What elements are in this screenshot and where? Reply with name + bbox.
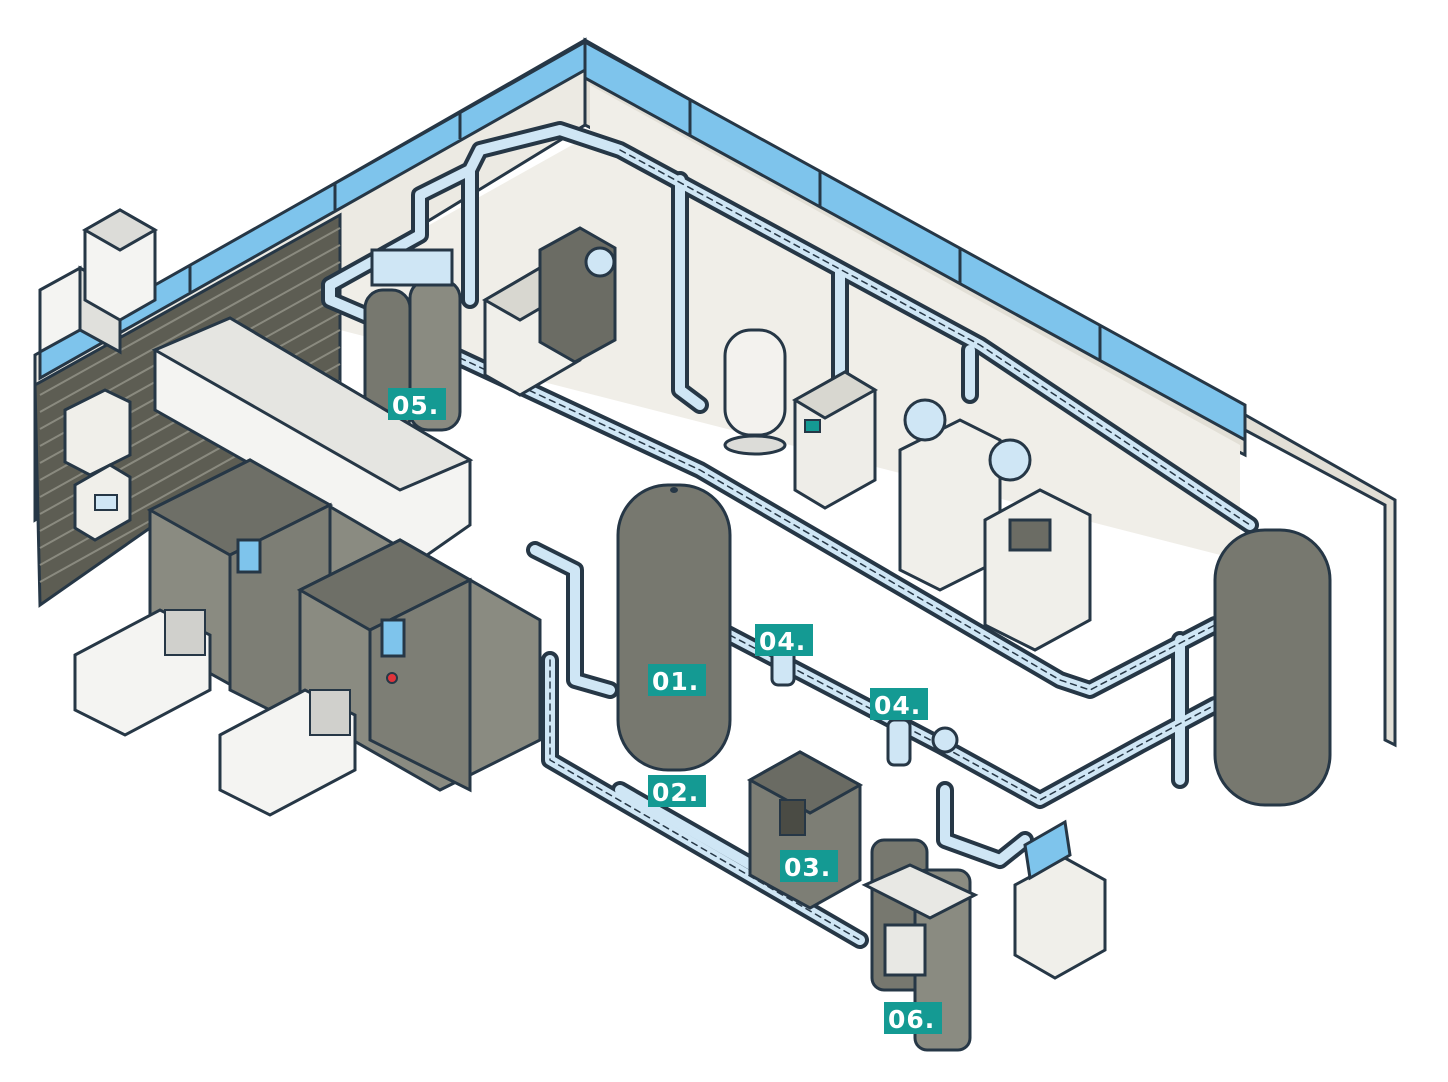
touch-screen-icon	[380, 618, 406, 658]
tag-01[interactable]: 01.	[648, 664, 706, 696]
hose-reel-machines	[898, 398, 1092, 652]
refrigerated-dryer	[746, 750, 864, 910]
tag-06[interactable]: 06.	[884, 1002, 942, 1034]
tag-06-label: 06.	[888, 1005, 935, 1034]
monitoring-cart	[1013, 819, 1107, 980]
back-compressor-unit	[482, 226, 617, 397]
compressor-duct	[151, 316, 474, 562]
right-windows	[583, 39, 1247, 443]
compressor-2	[218, 538, 542, 817]
air-receiver-main	[616, 483, 732, 772]
control-cabinet	[792, 370, 878, 510]
roof-duct	[38, 208, 159, 355]
tag-01-label: 01.	[652, 667, 699, 696]
tag-05[interactable]: 05.	[388, 388, 446, 420]
tag-03-label: 03.	[784, 853, 831, 882]
tag-05-label: 05.	[392, 391, 439, 420]
electrical-panels	[63, 388, 132, 542]
tag-04b-label: 04.	[874, 691, 921, 720]
tag-04b[interactable]: 04.	[870, 688, 928, 720]
monitor-icon	[1023, 819, 1072, 881]
tag-02[interactable]: 02.	[648, 775, 706, 807]
air-piping	[321, 121, 1259, 949]
compressor-1	[73, 458, 432, 743]
tag-03[interactable]: 03.	[780, 850, 838, 882]
inline-filters	[770, 638, 959, 767]
air-receiver-right	[1213, 528, 1332, 807]
twin-tower-dryer	[363, 248, 462, 437]
tag-04a-label: 04.	[759, 627, 806, 656]
touch-screen-icon	[236, 538, 262, 574]
white-receiver-tank	[723, 328, 787, 456]
tag-04a[interactable]: 04.	[755, 624, 813, 656]
tag-02-label: 02.	[652, 778, 699, 807]
